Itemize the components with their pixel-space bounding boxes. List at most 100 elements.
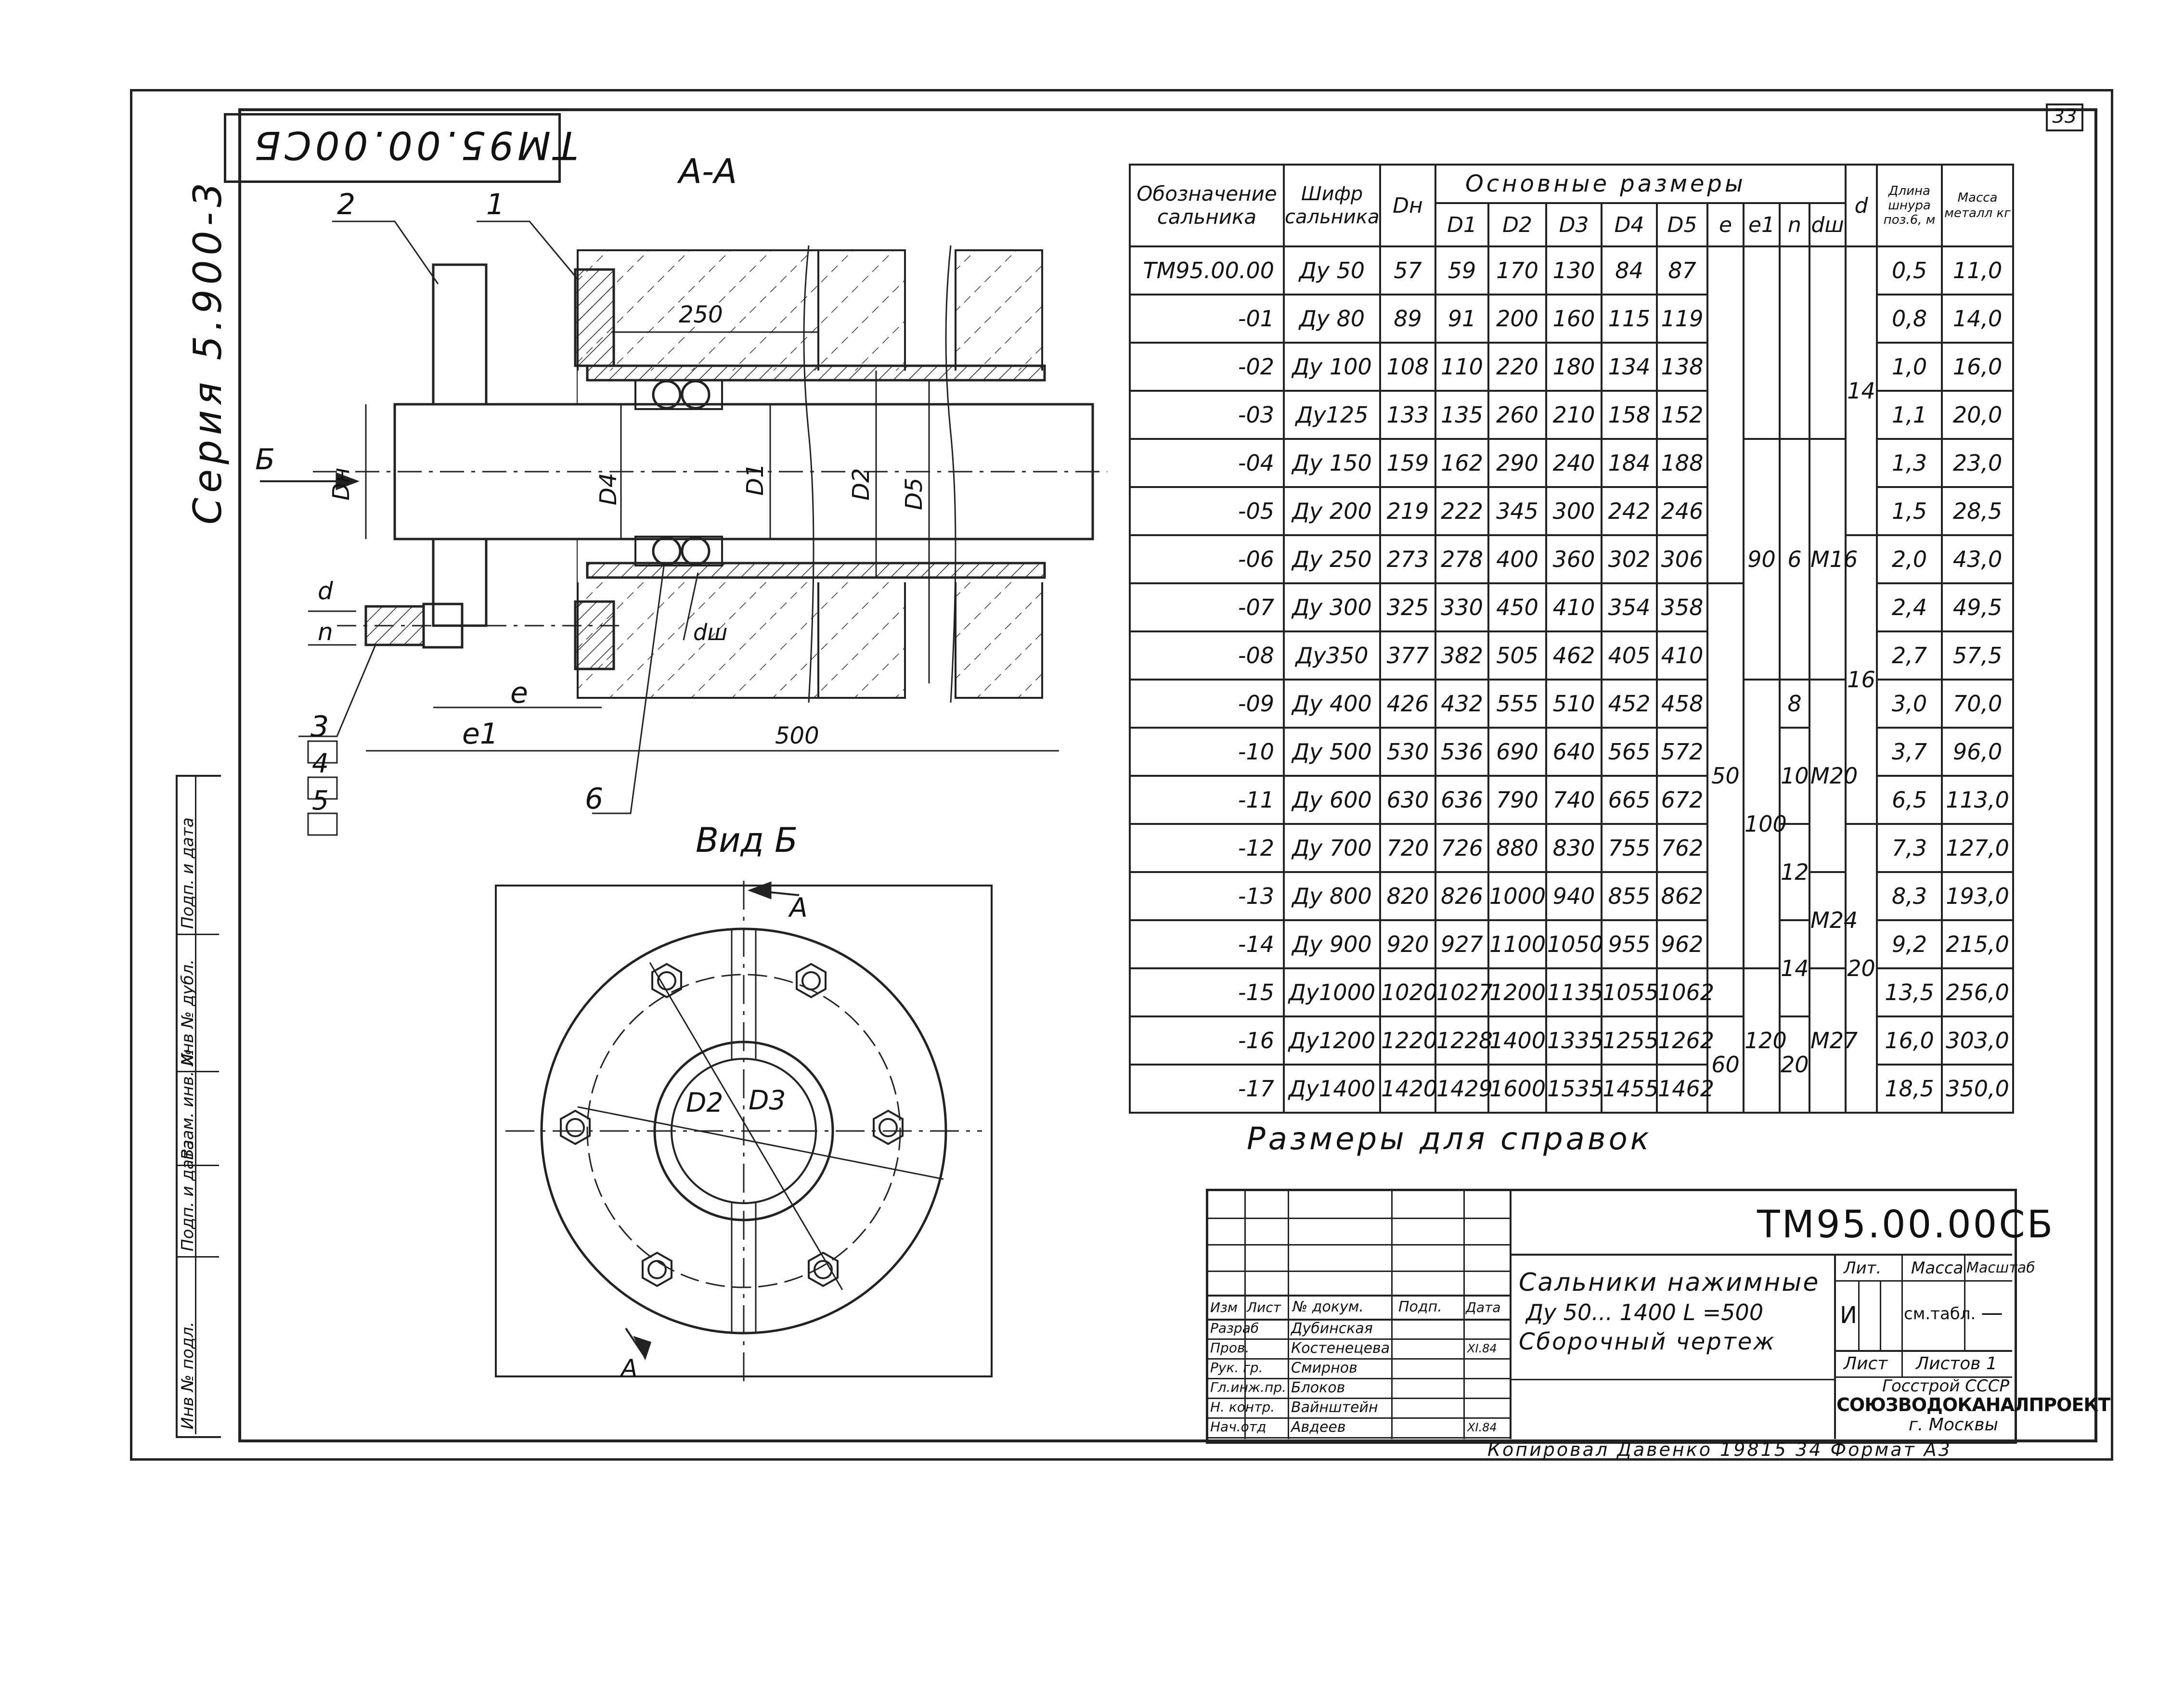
table-cell: М24 xyxy=(1808,871,1858,969)
tb-hdr-podp: Подп. xyxy=(1398,1298,1442,1315)
dim-500: 500 xyxy=(775,722,819,749)
table-cell: 382 xyxy=(1434,630,1489,681)
tb-mass-hdr: Масса xyxy=(1911,1259,1964,1278)
table-cell: -04 xyxy=(1129,438,1285,488)
table-cell: -15 xyxy=(1129,967,1285,1017)
table-cell: 302 xyxy=(1601,534,1658,584)
label-e1: e1 xyxy=(462,717,498,751)
table-cell: 188 xyxy=(1656,438,1708,488)
table-cell: 152 xyxy=(1656,390,1708,440)
copy-note: Копировал Давенко 19815 34 Формат А3 xyxy=(1487,1439,1952,1460)
table-cell: -03 xyxy=(1129,390,1285,440)
table-cell: -01 xyxy=(1129,294,1285,344)
table-cell: 927 xyxy=(1434,919,1489,969)
staff-role: Разраб xyxy=(1210,1320,1259,1336)
tb-hdr-doc: № докум. xyxy=(1292,1298,1364,1315)
table-cell: -06 xyxy=(1129,534,1285,584)
table-cell: Ду 400 xyxy=(1283,679,1381,729)
table-cell: 458 xyxy=(1656,679,1708,729)
table-cell: 1200 xyxy=(1487,967,1547,1017)
table-cell: 10 xyxy=(1779,727,1810,825)
table-cell: 962 xyxy=(1656,919,1708,969)
left-strip-line xyxy=(176,934,219,935)
table-cell: 180 xyxy=(1545,342,1602,392)
th-e: e xyxy=(1706,202,1745,247)
tb-mass: см.табл. xyxy=(1904,1304,1976,1323)
table-cell: -05 xyxy=(1129,486,1285,536)
table-cell: -12 xyxy=(1129,823,1285,873)
table-cell: 273 xyxy=(1379,534,1436,584)
table-cell: 740 xyxy=(1545,775,1602,825)
table-cell: Ду 80 xyxy=(1283,294,1381,344)
staff-row-line xyxy=(1208,1358,1512,1360)
th-d2: D2 xyxy=(1487,202,1547,247)
table-cell: 330 xyxy=(1434,582,1489,632)
table-cell: 1400 xyxy=(1487,1015,1547,1066)
label-d4: D4 xyxy=(595,473,622,506)
table-cell: 290 xyxy=(1487,438,1547,488)
table-cell xyxy=(1779,245,1810,440)
table-cell: 762 xyxy=(1656,823,1708,873)
table-cell: 14 xyxy=(1845,245,1878,536)
left-strip-line xyxy=(176,1165,219,1166)
left-strip-line xyxy=(176,1071,219,1072)
callout-6: 6 xyxy=(585,782,603,816)
table-cell: 159 xyxy=(1379,438,1436,488)
th-e1: e1 xyxy=(1743,202,1781,247)
th-dsh: dш xyxy=(1808,202,1847,247)
table-cell: 1000 xyxy=(1487,871,1547,921)
table-cell: 18,5 xyxy=(1876,1064,1943,1114)
table-cell: 1220 xyxy=(1379,1015,1437,1066)
table-cell: 130 xyxy=(1545,245,1602,295)
table-cell: 1262 xyxy=(1656,1015,1714,1066)
table-cell: 90 xyxy=(1743,438,1781,681)
table-cell: 2,7 xyxy=(1876,630,1943,681)
table-cell: 193,0 xyxy=(1941,871,2015,921)
staff-role: Рук. гр. xyxy=(1210,1360,1263,1375)
table-cell: 1420 xyxy=(1379,1064,1437,1114)
table-cell: Ду1400 xyxy=(1283,1064,1381,1114)
table-cell: 100 xyxy=(1743,679,1787,969)
staff-role: Пров. xyxy=(1210,1340,1250,1356)
table-cell: 1020 xyxy=(1379,967,1437,1017)
table-cell: 303,0 xyxy=(1941,1015,2015,1066)
view-b-d3: D3 xyxy=(749,1085,786,1116)
sleeve-top xyxy=(586,364,1046,382)
tb-scale: — xyxy=(1981,1299,2003,1325)
dimensions-table: Обозначение сальника Шифр сальника Dн Ос… xyxy=(1129,164,2015,1114)
table-cell: -02 xyxy=(1129,342,1285,392)
table-cell: 354 xyxy=(1601,582,1658,632)
table-cell: 96,0 xyxy=(1941,727,2015,777)
th-designation: Обозначение сальника xyxy=(1129,164,1285,247)
table-cell: 20,0 xyxy=(1941,390,2015,440)
callout-2: 2 xyxy=(337,188,355,221)
table-cell: 555 xyxy=(1487,679,1547,729)
table-cell: -10 xyxy=(1129,727,1285,777)
table-cell: 184 xyxy=(1601,438,1658,488)
tb-org2: СОЮЗВОДОКАНАЛПРОЕКТ xyxy=(1836,1394,2110,1415)
table-cell: М27 xyxy=(1808,967,1858,1114)
table-cell: 1455 xyxy=(1601,1064,1659,1114)
table-cell: 1,3 xyxy=(1876,438,1943,488)
table-cell: 306 xyxy=(1656,534,1708,584)
table-cell: 210 xyxy=(1545,390,1602,440)
table-cell: 11,0 xyxy=(1941,245,2015,295)
staff-name: Вайнштейн xyxy=(1291,1399,1378,1416)
tb-name-2: Ду 50... 1400 L =500 xyxy=(1526,1299,1764,1325)
tb-hdr-data: Дата xyxy=(1466,1299,1501,1315)
flange-plate-top xyxy=(432,263,488,406)
table-cell: 1,5 xyxy=(1876,486,1943,536)
table-cell: 240 xyxy=(1545,438,1602,488)
label-e: e xyxy=(510,676,528,710)
table-cell: 855 xyxy=(1601,871,1658,921)
th-d3: D3 xyxy=(1545,202,1602,247)
table-cell: 565 xyxy=(1601,727,1658,777)
table-cell: 1228 xyxy=(1434,1015,1493,1066)
tb-sheets: Листов 1 xyxy=(1916,1354,1997,1374)
table-cell: 222 xyxy=(1434,486,1489,536)
